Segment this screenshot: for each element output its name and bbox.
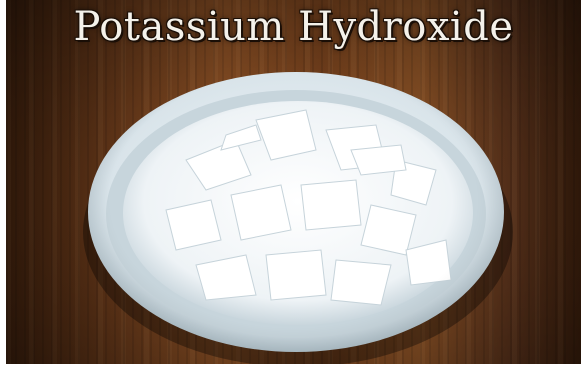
image-title: Potassium Hydroxide [73, 4, 514, 50]
wooden-table-photo [6, 0, 581, 364]
photo-vignette [6, 0, 581, 364]
bowl-of-flakes-icon [83, 72, 513, 364]
